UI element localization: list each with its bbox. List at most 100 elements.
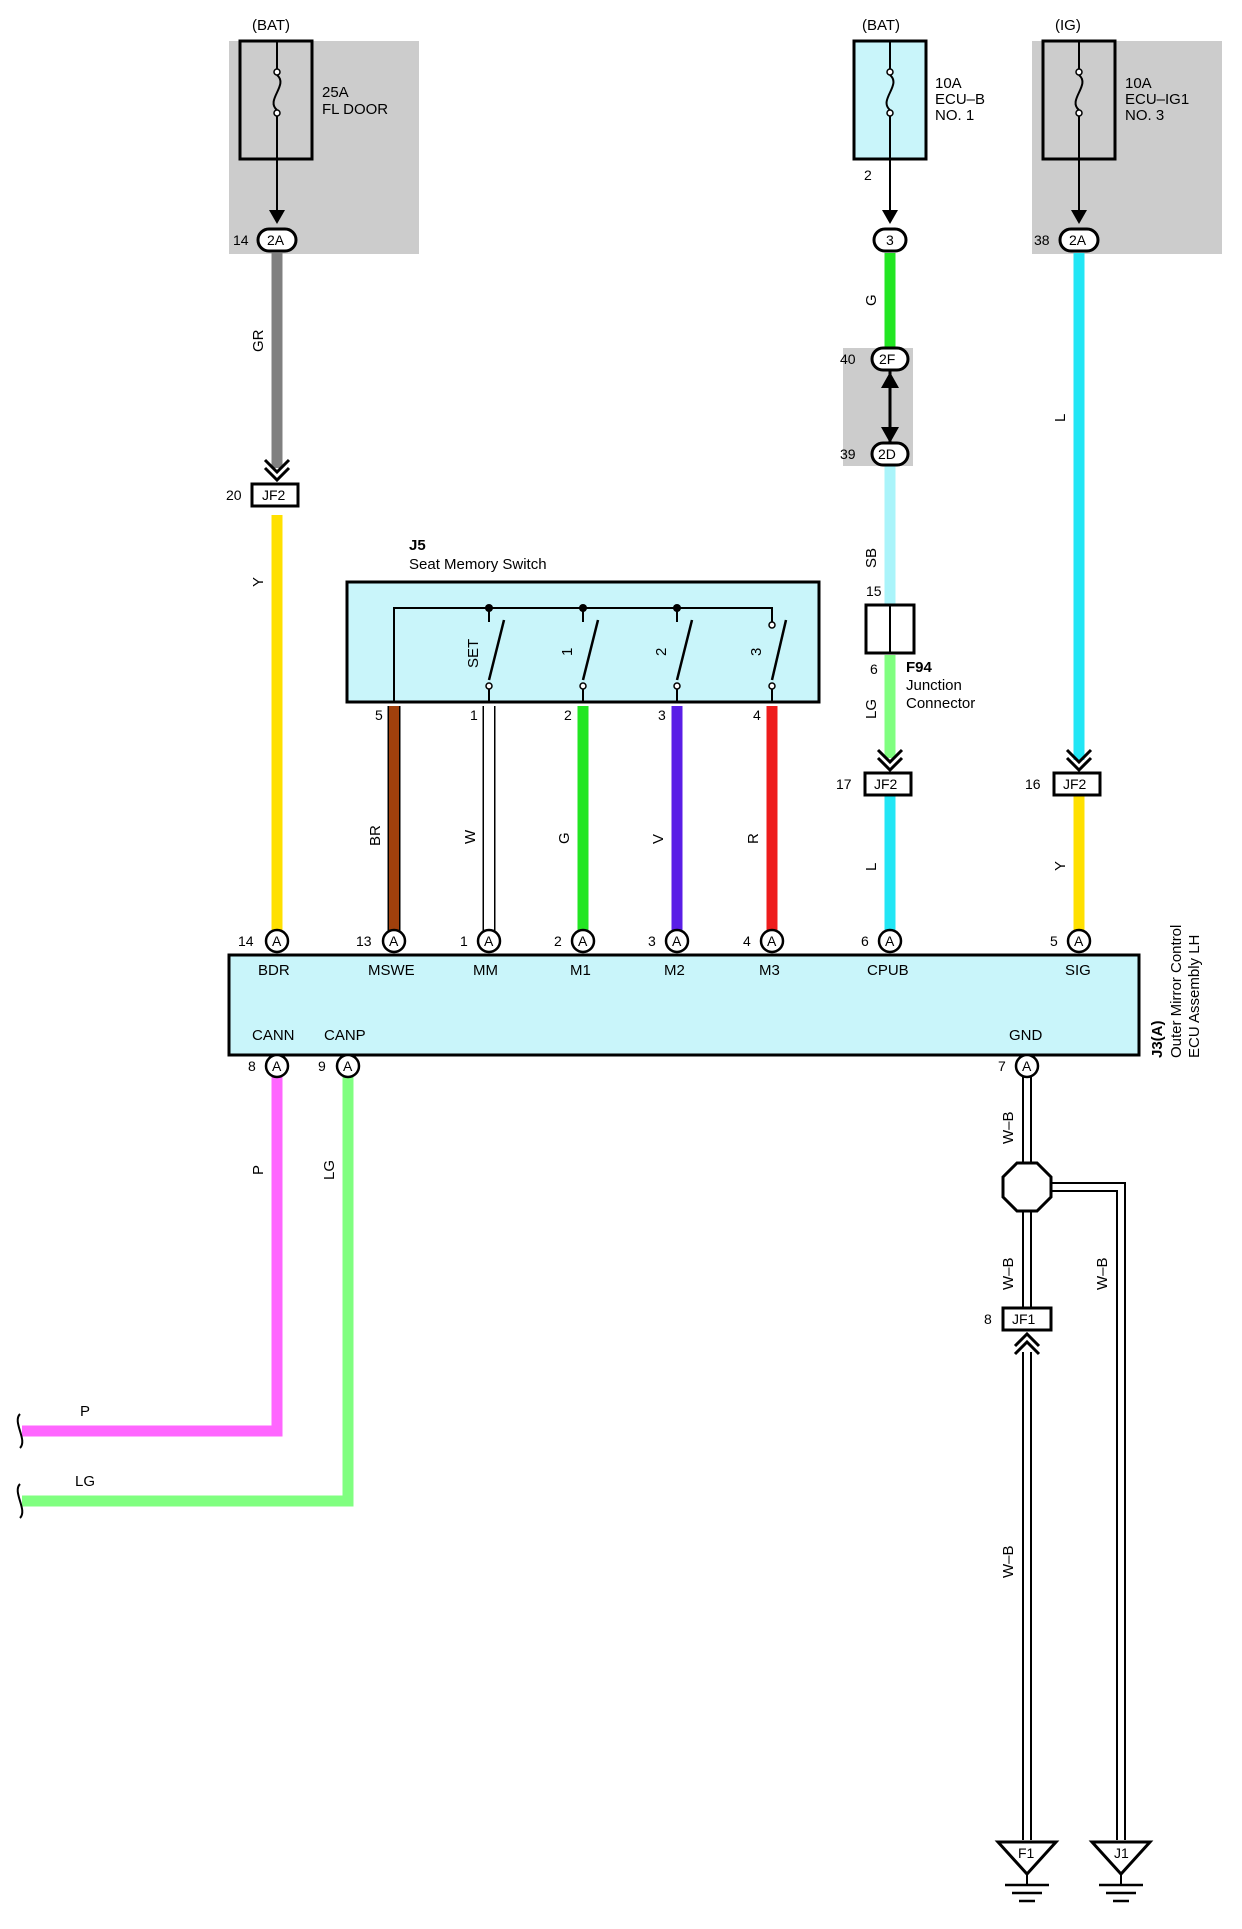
splice-point xyxy=(1001,1161,1053,1213)
ecu-pin-mswe: A 13 MSWE xyxy=(356,928,415,979)
ecu-pin-cann: CANN A 8 xyxy=(248,1027,295,1079)
svg-text:SET: SET xyxy=(465,639,482,668)
connector-2f-2d: 2F 40 2D 39 xyxy=(840,346,910,467)
svg-text:JF2: JF2 xyxy=(1063,776,1087,792)
wire-code: W–B xyxy=(1000,1545,1017,1578)
svg-text:3: 3 xyxy=(748,648,765,656)
svg-text:A: A xyxy=(767,933,777,949)
wire-p xyxy=(22,1070,283,1437)
svg-text:J3(A): J3(A) xyxy=(1149,1020,1166,1058)
svg-text:6: 6 xyxy=(870,661,878,677)
svg-text:1: 1 xyxy=(559,648,576,656)
ground-f1-icon: F1 xyxy=(994,1840,1060,1903)
junction-3: 3 xyxy=(872,227,908,253)
switch-1: 1 xyxy=(559,604,600,702)
wire-code: Y xyxy=(1052,861,1069,871)
svg-text:14: 14 xyxy=(233,232,249,248)
connector-jf1: JF1 8 xyxy=(984,1306,1053,1356)
svg-text:2A: 2A xyxy=(267,232,285,248)
svg-text:(IG): (IG) xyxy=(1055,17,1081,34)
switch-3: 3 xyxy=(748,619,788,702)
svg-text:JF1: JF1 xyxy=(1012,1311,1036,1327)
svg-text:A: A xyxy=(484,933,494,949)
svg-text:J1: J1 xyxy=(1114,1845,1129,1861)
wire-code: P xyxy=(80,1403,90,1420)
connector-jf2-left: JF2 20 xyxy=(226,458,300,508)
wire-lg-can xyxy=(22,1070,354,1507)
svg-text:M3: M3 xyxy=(759,962,780,979)
svg-text:NO. 1: NO. 1 xyxy=(935,107,974,124)
svg-text:ECU–B: ECU–B xyxy=(935,91,985,108)
svg-text:A: A xyxy=(272,1058,282,1074)
seat-memory-switch: J5 Seat Memory Switch SET 1 xyxy=(345,537,821,723)
wire-code: V xyxy=(650,834,667,844)
wire-code: G xyxy=(863,294,880,306)
svg-text:NO. 3: NO. 3 xyxy=(1125,107,1164,124)
svg-text:BDR: BDR xyxy=(258,962,290,979)
svg-text:8: 8 xyxy=(984,1311,992,1327)
svg-text:(BAT): (BAT) xyxy=(862,17,900,34)
wire-code: LG xyxy=(75,1473,95,1490)
svg-text:5: 5 xyxy=(1050,933,1058,949)
wire-code: Y xyxy=(250,577,267,587)
svg-text:4: 4 xyxy=(753,707,761,723)
svg-text:JF2: JF2 xyxy=(262,487,286,503)
svg-text:39: 39 xyxy=(840,446,856,462)
ecu-pin-m3: A 4 M3 xyxy=(743,928,785,979)
svg-text:2: 2 xyxy=(864,167,872,183)
ecu-pin-mm: A 1 MM xyxy=(460,928,502,979)
switch-2: 2 xyxy=(653,604,694,702)
svg-text:25A: 25A xyxy=(322,84,349,101)
svg-text:JF2: JF2 xyxy=(874,776,898,792)
ecu-pin-gnd: GND A 7 xyxy=(998,1027,1043,1079)
wire-code: BR xyxy=(367,825,384,846)
svg-text:Connector: Connector xyxy=(906,695,975,712)
svg-text:A: A xyxy=(343,1058,353,1074)
svg-text:3: 3 xyxy=(648,933,656,949)
svg-text:F94: F94 xyxy=(906,659,933,676)
ground-j1-icon: J1 xyxy=(1088,1840,1154,1903)
svg-text:20: 20 xyxy=(226,487,242,503)
svg-text:2: 2 xyxy=(564,707,572,723)
svg-text:2F: 2F xyxy=(879,351,895,367)
junction-2a-left: 2A 14 xyxy=(233,227,298,253)
svg-text:M2: M2 xyxy=(664,962,685,979)
svg-text:3: 3 xyxy=(886,232,894,248)
svg-text:Seat Memory Switch: Seat Memory Switch xyxy=(409,556,547,573)
wire-code: W–B xyxy=(1000,1111,1017,1144)
svg-text:Junction: Junction xyxy=(906,677,962,694)
ecu-outer-mirror-control: A 1 4 BDR A 13 MSWE A 1 MM A 2 M1 A 3 M2 xyxy=(227,925,1203,1079)
svg-text:(BAT): (BAT) xyxy=(252,17,290,34)
wire-code: LG xyxy=(321,1160,338,1180)
svg-text:4: 4 xyxy=(743,933,751,949)
svg-text:17: 17 xyxy=(836,776,852,792)
wire-code: P xyxy=(250,1165,267,1175)
svg-text:CPUB: CPUB xyxy=(867,962,909,979)
ecu-pin-m2: A 3 M2 xyxy=(648,928,690,979)
svg-text:A: A xyxy=(1022,1058,1032,1074)
svg-text:10A: 10A xyxy=(935,75,962,92)
junction-2a-right: 2A 38 xyxy=(1034,227,1100,253)
svg-text:A: A xyxy=(389,933,399,949)
svg-text:3: 3 xyxy=(658,707,666,723)
svg-text:7: 7 xyxy=(998,1058,1006,1074)
wire-code: L xyxy=(863,863,880,871)
svg-text:FL DOOR: FL DOOR xyxy=(322,101,388,118)
svg-text:CANP: CANP xyxy=(324,1027,366,1044)
svg-text:13: 13 xyxy=(356,933,372,949)
svg-text:ECU Assembly LH: ECU Assembly LH xyxy=(1186,935,1203,1058)
wire-code: W–B xyxy=(1000,1257,1017,1290)
svg-text:2A: 2A xyxy=(1069,232,1087,248)
ecu-pin-m1: A 2 M1 xyxy=(554,928,596,979)
svg-text:A: A xyxy=(272,933,282,949)
svg-text:J5: J5 xyxy=(409,537,426,554)
wire-code: SB xyxy=(863,548,880,568)
svg-text:15: 15 xyxy=(866,583,882,599)
svg-text:10A: 10A xyxy=(1125,75,1152,92)
svg-text:1: 1 xyxy=(460,933,468,949)
svg-text:8: 8 xyxy=(248,1058,256,1074)
svg-text:Outer Mirror Control: Outer Mirror Control xyxy=(1168,925,1185,1058)
connector-jf2-right: JF2 16 xyxy=(1025,748,1102,797)
fuse-area-shade xyxy=(1032,41,1222,254)
